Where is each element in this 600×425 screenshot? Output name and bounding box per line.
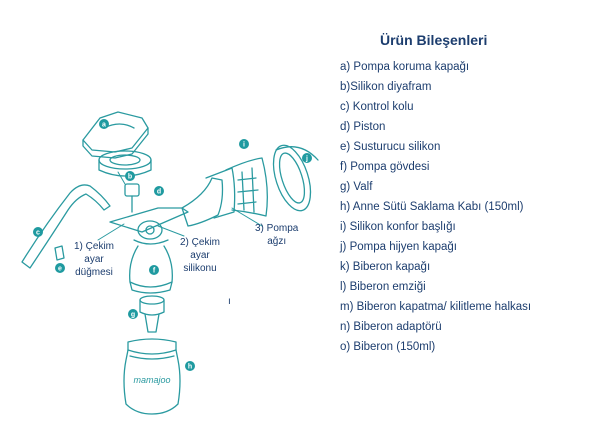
badge-d: d (154, 186, 164, 196)
callout-1-leader (97, 223, 125, 241)
pump-hygiene-cap-part (272, 144, 319, 212)
callout-1-line2: ayar (84, 254, 104, 265)
milk-storage-bottle-part (123, 338, 181, 415)
legend-item: a) Pompa koruma kapağı (340, 61, 470, 73)
callout-draw-adjust-knob: 1) Çekim ayar düğmesi (74, 240, 114, 279)
pump-mouth-part (205, 167, 236, 219)
badge-c: c (33, 227, 43, 237)
callout-2-line2: ayar (190, 250, 210, 261)
piston-part (124, 183, 140, 213)
components-legend: Ürün Bileşenleri a) Pompa koruma kapağı … (340, 32, 595, 357)
legend-item: n) Biberon adaptörü (340, 321, 442, 333)
legend-item: f) Pompa gövdesi (340, 161, 430, 173)
legend-item: o) Biberon (150ml) (340, 341, 436, 353)
svg-text:i: i (243, 142, 245, 149)
svg-text:h: h (188, 364, 192, 371)
stray-mark-text: ı (228, 296, 231, 307)
legend-item: m) Biberon kapatma/ kilitleme halkası (340, 301, 532, 313)
legend-item: e) Susturucu silikon (340, 141, 441, 153)
svg-text:f: f (153, 268, 156, 275)
svg-text:g: g (131, 312, 135, 319)
legend-item: k) Biberon kapağı (340, 261, 431, 273)
legend-item: g) Valf (340, 181, 373, 193)
callout-1-line1: 1) Çekim (74, 241, 115, 252)
control-lever-part (21, 184, 111, 269)
svg-text:c: c (36, 230, 40, 237)
pump-body-part (109, 177, 224, 294)
badge-j: j (302, 153, 312, 163)
svg-text:d: d (157, 189, 161, 196)
silencer-silicone-part (54, 245, 65, 261)
badge-a: a (99, 119, 109, 129)
badge-b: b (125, 171, 135, 181)
callout-2-line1: 2) Çekim (180, 237, 221, 248)
legend-item: l) Biberon emziği (340, 281, 426, 293)
svg-text:j: j (305, 156, 308, 163)
callout-draw-adjust-silicone: 2) Çekim ayar silikonu (180, 236, 220, 275)
valve-part (139, 295, 165, 333)
legend-title: Ürün Bileşenleri (380, 32, 488, 48)
legend-item: c) Kontrol kolu (340, 101, 414, 113)
badge-g: g (128, 309, 138, 319)
badge-h: h (185, 361, 195, 371)
badge-i: i (239, 139, 249, 149)
legend-item: j) Pompa hijyen kapağı (340, 241, 457, 253)
badge-e: e (55, 263, 65, 273)
legend-item: h) Anne Sütü Saklama Kabı (150ml) (340, 201, 524, 213)
callout-pump-mouth: 3) Pompa ağzı (255, 222, 298, 248)
bottle-brand-text: mamajoo (133, 375, 170, 385)
callout-1-line3: düğmesi (75, 267, 113, 278)
badge-f: f (149, 265, 159, 275)
callout-3-line1: 3) Pompa (255, 223, 299, 234)
silicone-comfort-head-part (225, 157, 268, 217)
silicone-diaphragm-part (98, 150, 152, 177)
callout-2-line3: silikonu (183, 263, 217, 274)
callout-3-line2: ağzı (267, 236, 287, 247)
callout-3-leader (231, 207, 263, 227)
svg-text:a: a (102, 122, 106, 129)
svg-text:e: e (58, 266, 62, 273)
callout-2-leader (157, 225, 185, 237)
svg-text:b: b (128, 174, 132, 181)
legend-item: i) Silikon konfor başlığı (340, 221, 456, 233)
legend-item: d) Piston (340, 121, 386, 133)
legend-item: b)Silikon diyafram (340, 81, 432, 93)
legend-list: a) Pompa koruma kapağı b)Silikon diyafra… (340, 57, 595, 357)
